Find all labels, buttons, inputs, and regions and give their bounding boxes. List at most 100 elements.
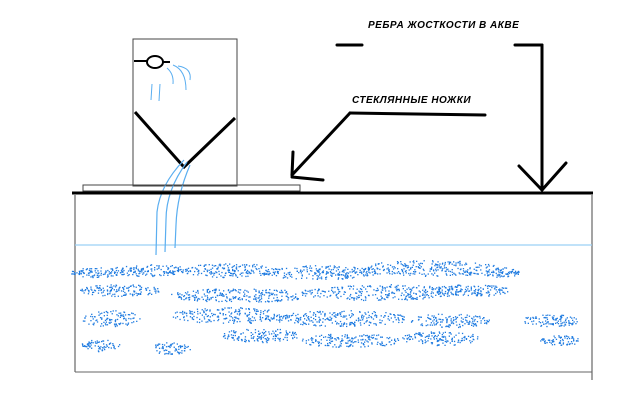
water-particle <box>433 270 435 272</box>
water-particle <box>544 342 547 344</box>
water-particle <box>179 345 181 347</box>
water-particle <box>227 267 230 269</box>
water-particle <box>299 319 302 321</box>
water-particle <box>495 272 497 274</box>
water-particle <box>357 341 360 343</box>
water-particle <box>232 337 234 339</box>
water-particle <box>296 297 298 299</box>
water-particle <box>174 312 177 314</box>
water-particle <box>289 331 291 333</box>
water-particle <box>167 267 169 269</box>
water-particle <box>376 315 378 317</box>
water-particle <box>106 290 109 292</box>
water-particle <box>94 316 96 318</box>
water-particle <box>352 342 354 344</box>
water-particle <box>87 293 90 295</box>
water-particle <box>394 296 396 298</box>
water-particle <box>447 292 449 294</box>
water-particle <box>469 272 471 275</box>
water-particle <box>488 319 490 321</box>
water-particle <box>341 287 343 290</box>
water-particle <box>458 332 460 334</box>
water-particle <box>455 292 457 294</box>
water-particle <box>329 316 331 318</box>
water-particle <box>315 339 317 341</box>
water-particle <box>260 336 262 338</box>
water-particle <box>93 289 96 291</box>
water-particle <box>168 351 170 353</box>
water-particle <box>207 296 209 299</box>
water-particle <box>260 301 262 303</box>
water-particle <box>446 274 448 276</box>
water-particle <box>387 315 390 318</box>
water-particle <box>342 269 344 271</box>
water-particle <box>96 274 98 276</box>
water-particle <box>280 292 282 294</box>
water-particle <box>381 287 384 289</box>
water-particle <box>355 319 357 321</box>
water-particle <box>150 264 153 266</box>
water-particle <box>221 309 224 311</box>
water-particle <box>248 308 250 310</box>
water-particle <box>233 265 235 267</box>
water-particle <box>130 267 132 269</box>
water-particle <box>172 270 174 272</box>
water-particle <box>444 270 446 272</box>
water-particle <box>473 320 476 322</box>
water-particle <box>266 315 269 317</box>
water-particle <box>561 316 563 319</box>
water-particle <box>164 353 166 355</box>
water-particle <box>174 348 177 350</box>
water-particle <box>474 324 476 326</box>
water-particle <box>247 320 249 322</box>
water-particle <box>461 332 464 335</box>
water-particle <box>414 336 416 338</box>
water-particle <box>432 332 434 334</box>
water-particle <box>178 348 180 350</box>
water-particle <box>454 286 456 288</box>
water-particle <box>380 299 382 301</box>
water-particle <box>471 322 473 324</box>
water-particle <box>499 289 501 292</box>
water-particle <box>402 337 404 339</box>
water-particle <box>215 288 217 290</box>
water-particle <box>316 292 319 294</box>
water-particle <box>441 293 444 295</box>
water-particle <box>102 340 105 342</box>
water-particle <box>176 343 178 345</box>
water-particle <box>403 268 405 270</box>
water-particle <box>139 270 142 272</box>
water-particle <box>506 273 508 275</box>
water-particle <box>347 340 349 342</box>
water-particle <box>113 289 115 291</box>
water-particle <box>531 320 533 323</box>
water-particle <box>366 334 368 337</box>
water-particle <box>104 319 107 321</box>
water-particle <box>450 286 452 288</box>
water-particle <box>424 275 427 277</box>
water-particle <box>440 266 442 268</box>
water-particle <box>395 288 397 290</box>
water-particle <box>411 266 413 268</box>
water-particle <box>569 322 571 324</box>
water-particle <box>319 273 321 275</box>
water-particle <box>352 338 354 340</box>
water-particle <box>290 315 292 317</box>
water-particle <box>238 314 241 316</box>
water-particle <box>179 311 181 314</box>
water-particle <box>158 265 160 267</box>
water-particle <box>415 293 417 295</box>
water-particle <box>303 315 305 317</box>
water-particle <box>319 335 321 337</box>
water-particle <box>559 316 562 318</box>
water-particle <box>441 319 443 321</box>
water-particle <box>224 337 226 339</box>
water-particle <box>394 286 396 288</box>
water-particle <box>157 344 159 347</box>
water-particle <box>205 264 207 266</box>
water-particle <box>290 334 293 336</box>
water-particle <box>418 340 420 342</box>
filter-box <box>132 38 238 187</box>
water-particle <box>138 284 140 286</box>
water-particle <box>416 298 418 300</box>
